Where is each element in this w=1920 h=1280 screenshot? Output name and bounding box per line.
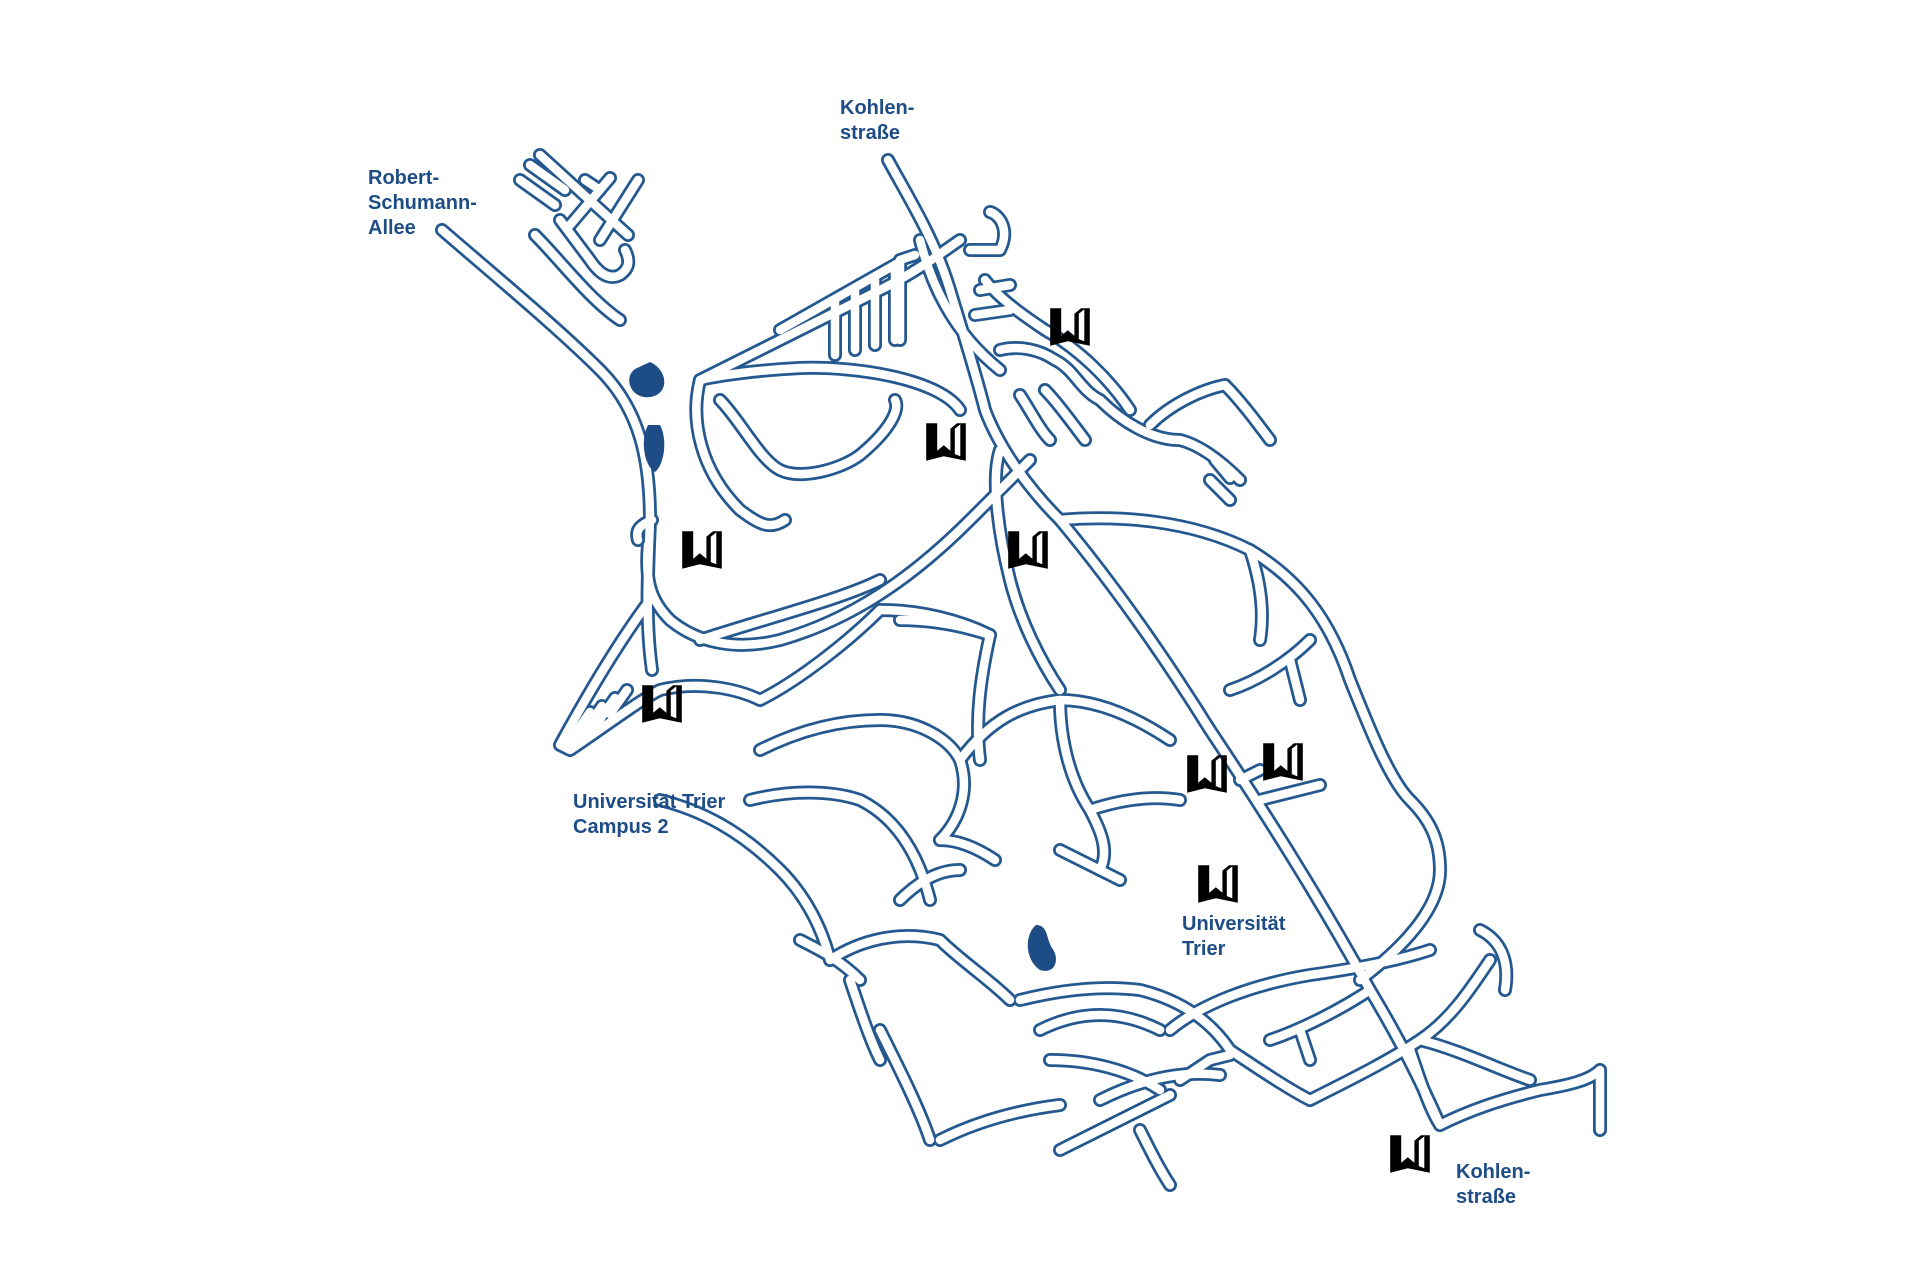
road-casing (913, 233, 1137, 417)
road (1205, 455, 1235, 505)
road (745, 788, 935, 905)
road (991, 445, 1065, 695)
road (1435, 1065, 1605, 1135)
university-logo-icon (1187, 755, 1227, 793)
road (1135, 1125, 1175, 1190)
road (775, 250, 920, 360)
road (555, 595, 885, 755)
road (632, 515, 657, 545)
road (755, 715, 969, 845)
road (1235, 765, 1265, 785)
road (1405, 1045, 1445, 1130)
road (530, 173, 643, 325)
road-casing (1053, 693, 1112, 877)
road (845, 975, 885, 1065)
road-network-fill (437, 150, 1605, 1190)
road (695, 235, 965, 385)
road (1145, 380, 1275, 445)
road (715, 395, 901, 479)
road (1415, 1035, 1535, 1085)
road (895, 865, 965, 905)
road-casing (743, 785, 937, 907)
ponds (629, 362, 1056, 971)
university-logo-icon (1008, 531, 1048, 569)
street-label-kohlenstrasse-south: Kohlen- straße (1456, 1161, 1531, 1208)
road (1225, 635, 1315, 695)
road (935, 1100, 1065, 1145)
university-logo-icon (1263, 743, 1303, 781)
road (825, 931, 1015, 1005)
road (1225, 1045, 1315, 1105)
road (995, 343, 1105, 405)
road (560, 685, 632, 750)
road (1475, 925, 1511, 995)
road (1175, 1050, 1235, 1085)
road (692, 363, 965, 530)
street-label-kohlenstrasse-north: Kohlen- straße (840, 97, 915, 144)
pond (643, 425, 665, 472)
road (515, 150, 633, 282)
road (655, 795, 835, 965)
road (875, 1025, 935, 1145)
road (935, 835, 1000, 865)
place-label-universitaet-trier: Universität Trier (1182, 913, 1286, 960)
road (965, 207, 1015, 320)
street-label-robert-schumann-allee: Robert- Schumann- Allee (368, 167, 477, 239)
road (1255, 780, 1325, 805)
pond (629, 362, 665, 398)
university-logo-icon (682, 531, 722, 569)
university-logo-icon (1198, 865, 1238, 903)
road (642, 455, 1035, 649)
road (1165, 945, 1435, 1035)
road (895, 615, 995, 765)
university-logo-icon (1390, 1135, 1430, 1173)
road (1035, 1010, 1165, 1035)
pond (1027, 925, 1056, 971)
road (915, 235, 1135, 415)
road (1055, 1090, 1175, 1155)
road (1015, 385, 1090, 445)
university-logo-icon (1050, 308, 1090, 346)
road (437, 225, 657, 675)
road (1015, 983, 1235, 1055)
place-label-campus-2: Universität Trier Campus 2 (573, 791, 726, 838)
road (1095, 1069, 1225, 1105)
road (1055, 845, 1125, 885)
road (1055, 514, 1445, 985)
road (1245, 545, 1267, 645)
road (1285, 655, 1305, 705)
road (1265, 985, 1375, 1065)
road-casing (435, 223, 659, 677)
road (1085, 793, 1185, 815)
road (795, 935, 865, 985)
road (695, 575, 885, 645)
university-logo-icon (926, 423, 966, 461)
